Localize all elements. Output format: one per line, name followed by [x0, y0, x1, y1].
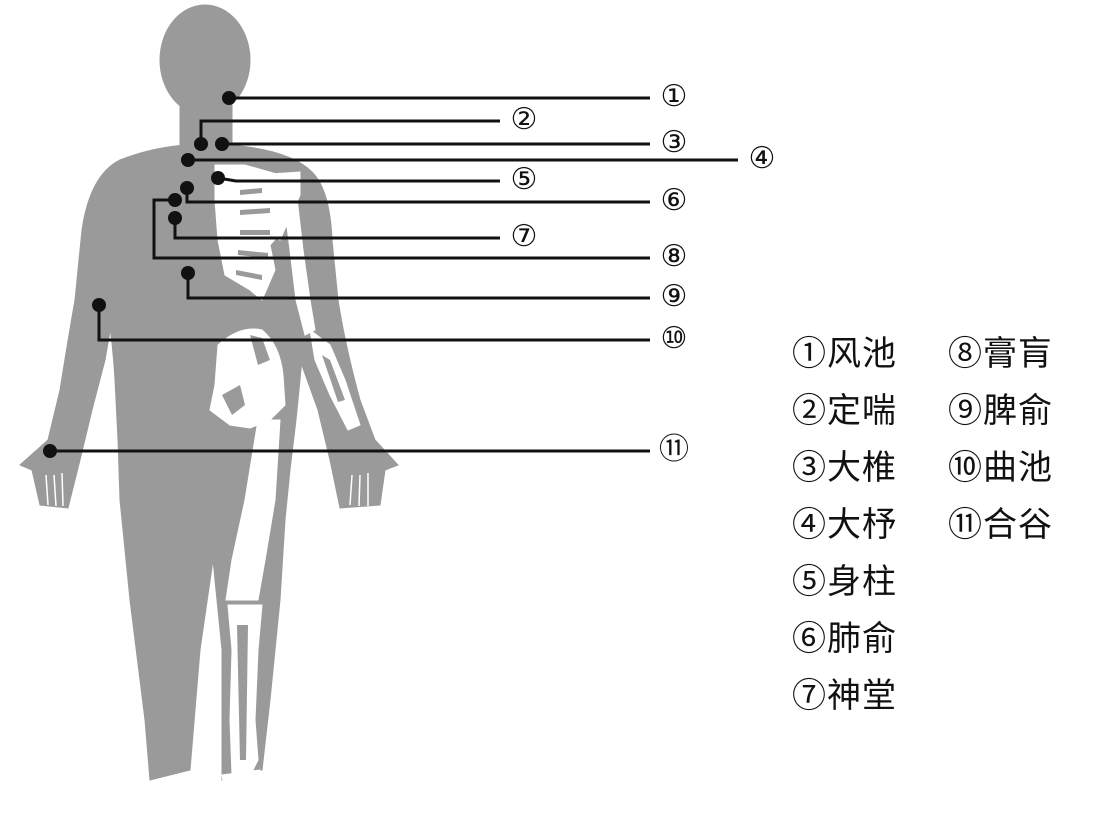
legend-item-fengchi: ①风池 [792, 334, 897, 374]
leader-lines [50, 96, 738, 453]
acupoint-legend: ①风池 ②定喘 ③大椎 ④大杼 ⑤身柱 ⑥肺俞 ⑦神堂 ⑧膏肓 ⑨脾俞 ⑩曲池 … [792, 330, 1082, 730]
callout-number-6: ⑥ [661, 183, 688, 218]
legend-item-dazhui: ③大椎 [792, 448, 897, 488]
callout-number-3: ③ [661, 125, 688, 160]
callout-number-4: ④ [749, 141, 776, 176]
legend-column-2: ⑧膏肓 ⑨脾俞 ⑩曲池 ⑪合谷 [948, 330, 1053, 558]
legend-item-dingchuan: ②定喘 [792, 391, 897, 431]
acupoint-dot-2 [194, 137, 208, 151]
leader-line-2 [199, 119, 500, 144]
body-silhouette [19, 4, 399, 781]
callout-number-8: ⑧ [661, 239, 688, 274]
pelvis [209, 328, 286, 429]
foot [221, 769, 266, 813]
callout-number-7: ⑦ [511, 219, 538, 254]
acupoint-dot-7 [168, 211, 182, 225]
acupoint-dot-1 [222, 91, 236, 105]
callout-number-5: ⑤ [511, 162, 538, 197]
leader-line-8 [152, 198, 650, 260]
acupoint-dot-11 [43, 444, 57, 458]
left-arm [19, 159, 121, 509]
legend-item-quchi: ⑩曲池 [948, 448, 1053, 488]
acupoint-dot-9 [181, 266, 195, 280]
acupoint-dots [43, 91, 236, 458]
callout-number-1: ① [661, 79, 688, 114]
hands [45, 472, 369, 507]
legend-item-shenzhu: ⑤身柱 [792, 562, 897, 602]
femur [225, 419, 281, 601]
acupoint-dot-5 [211, 171, 225, 185]
callout-number-2: ② [511, 102, 538, 137]
leader-line-9 [186, 273, 650, 300]
humerus [282, 192, 316, 336]
legend-item-feishu: ⑥肺俞 [792, 619, 897, 659]
legend-item-pishu: ⑨脾俞 [948, 391, 1053, 431]
acupoint-dot-8 [168, 193, 182, 207]
skeleton-gaps [222, 188, 345, 760]
legend-column-1: ①风池 ②定喘 ③大椎 ④大杼 ⑤身柱 ⑥肺俞 ⑦神堂 [792, 330, 897, 729]
legend-item-shentang: ⑦神堂 [792, 676, 897, 716]
leader-line-10 [97, 305, 650, 342]
callout-number-9: ⑨ [661, 279, 688, 314]
acupoint-dot-4 [181, 153, 195, 167]
acupoint-dot-10 [92, 298, 106, 312]
legend-item-gaohuang: ⑧膏肓 [948, 334, 1053, 374]
legend-item-dazhu: ④大杼 [792, 505, 897, 545]
callout-number-10: ⑩ [661, 321, 688, 356]
callout-number-11: ⑪ [659, 432, 689, 467]
acupoint-dot-3 [215, 137, 229, 151]
callout-numbers: ① ② ③ ④ ⑤ ⑥ ⑦ ⑧ ⑨ ⑩ ⑪ [511, 79, 776, 467]
acupoint-dot-6 [180, 181, 194, 195]
legend-item-hegu: ⑪合谷 [948, 505, 1053, 545]
